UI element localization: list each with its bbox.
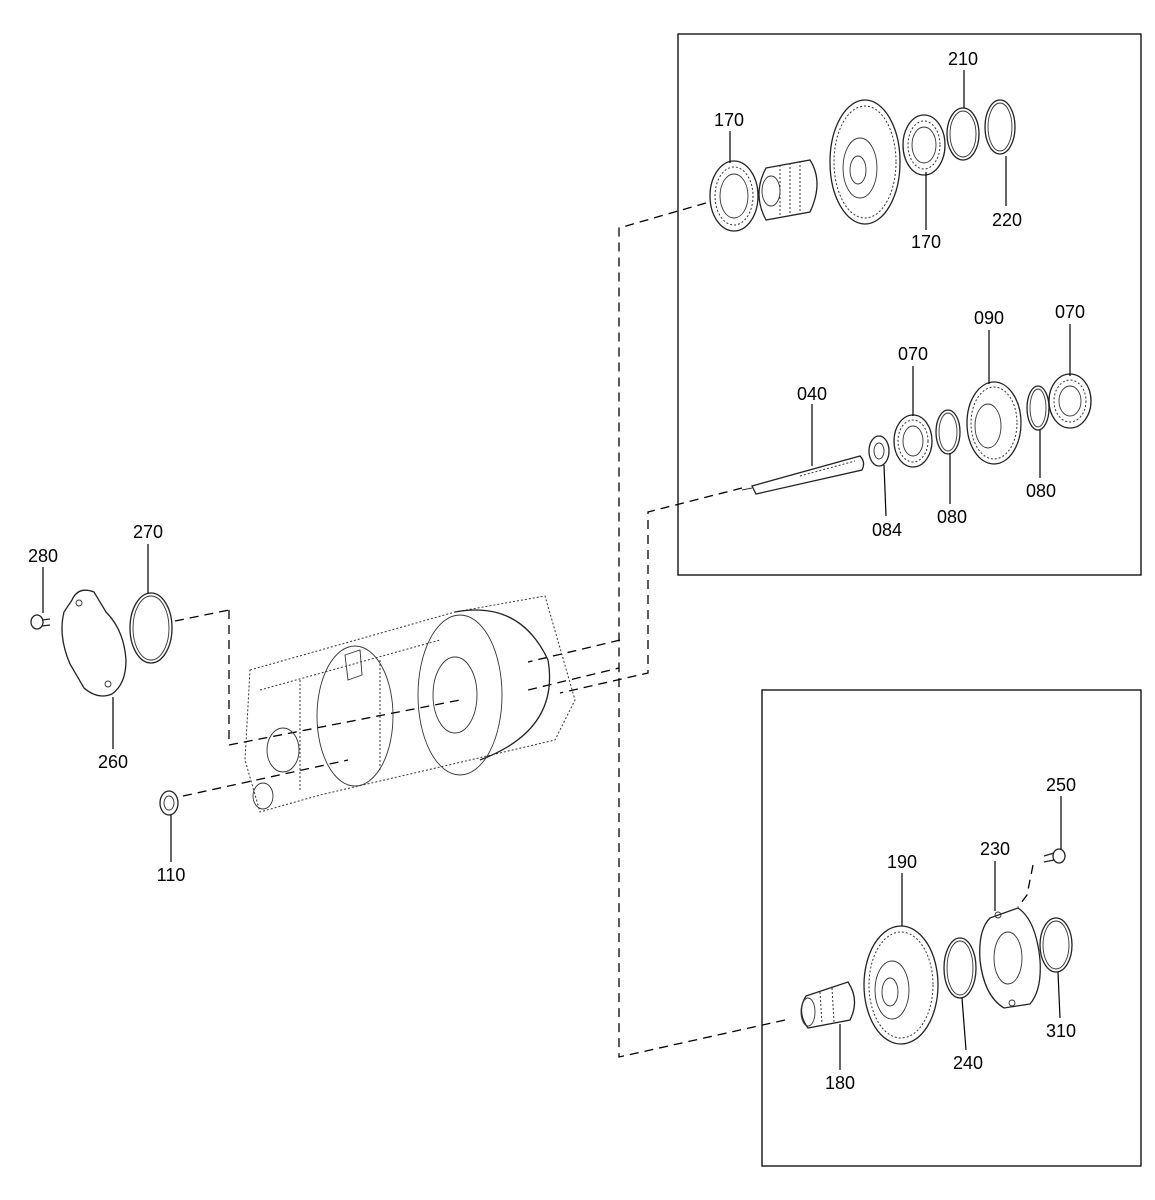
callout-070-mid: 070: [898, 344, 928, 364]
leader-lines: [42, 70, 1071, 1070]
callout-230: 230: [980, 839, 1010, 859]
bearing-cover-230: [979, 907, 1041, 1009]
callout-280: 280: [28, 546, 58, 566]
callout-270: 270: [133, 522, 163, 542]
callout-220: 220: [992, 210, 1022, 230]
callout-210: 210: [948, 49, 978, 69]
cover-plate-260: [61, 589, 127, 697]
shaft-040: [741, 455, 865, 495]
callout-250: 250: [1046, 775, 1076, 795]
shaft-180: [800, 981, 856, 1029]
callout-080-right: 080: [1026, 481, 1056, 501]
callout-084: 084: [872, 520, 902, 540]
lower-detail-frame: [761, 689, 1142, 1167]
snap-ring-080-mid: [935, 409, 961, 455]
gear-090: [966, 381, 1022, 465]
ring-220: [984, 99, 1016, 155]
callout-180: 180: [825, 1073, 855, 1093]
callout-080-mid: 080: [937, 507, 967, 527]
callout-labels: 170 210 170 220 040 070 090 070 084 080 …: [28, 49, 1085, 1093]
transmission-housing: [244, 595, 576, 813]
upper-detail-frame: [677, 33, 1142, 576]
callout-070-right: 070: [1055, 302, 1085, 322]
callout-310: 310: [1046, 1021, 1076, 1041]
callout-040: 040: [797, 384, 827, 404]
bearing-070-mid: [893, 414, 933, 468]
assembly-guide-lines: [174, 202, 1034, 1058]
bolt-280: [30, 614, 51, 630]
callout-260: 260: [98, 752, 128, 772]
seal-110: [159, 790, 179, 816]
callout-170-mid: 170: [911, 232, 941, 252]
bearing-170-left: [709, 160, 759, 232]
snap-ring-080-right: [1026, 385, 1050, 431]
bearing-170-right: [902, 114, 946, 176]
callout-190: 190: [887, 852, 917, 872]
callout-170-top: 170: [714, 110, 744, 130]
washer-084: [868, 435, 890, 467]
o-ring-270: [129, 592, 173, 664]
bearing-070-right: [1048, 373, 1092, 429]
callout-110: 110: [157, 865, 186, 885]
bolt-250: [1043, 848, 1066, 864]
callout-240: 240: [953, 1053, 983, 1073]
o-ring-310: [1039, 917, 1073, 973]
o-ring-240: [943, 937, 977, 999]
large-gear-upper: [829, 99, 901, 225]
snap-ring-210: [946, 107, 980, 161]
gear-190: [863, 925, 939, 1045]
callout-090: 090: [974, 308, 1004, 328]
splined-hub-drawing: [758, 159, 818, 221]
